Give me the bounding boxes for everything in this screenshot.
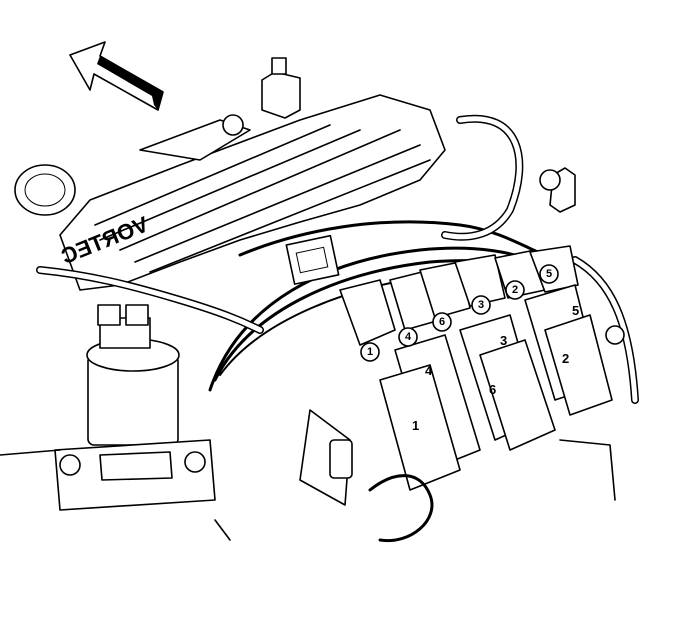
coil-wiring-clip (299, 409, 434, 543)
coil-packs (379, 284, 613, 491)
reservoir-cap (14, 164, 76, 216)
egr-valve (54, 304, 216, 511)
front-direction-arrow (69, 41, 164, 111)
cylinder-number-circles: 1 4 6 3 2 5 (360, 264, 559, 362)
coil-label-1: 1 (412, 418, 419, 433)
cylinder-circle-3-label: 3 (478, 299, 484, 311)
spark-plug-boots (339, 245, 579, 346)
cylinder-circle-1-label: 1 (367, 346, 373, 358)
coil-labels: 4 1 3 6 5 2 (412, 303, 579, 433)
cylinder-circle-4 (398, 327, 418, 347)
cylinder-circle-2 (505, 280, 525, 300)
cylinder-circle-1 (360, 342, 380, 362)
coil-label-2: 2 (562, 351, 569, 366)
cylinder-circle-6-label: 6 (439, 316, 445, 328)
cylinder-circle-5 (539, 264, 559, 284)
cylinder-circle-2-label: 2 (512, 284, 518, 296)
coil-label-6: 6 (489, 382, 496, 397)
ignition-connector (285, 234, 340, 285)
intake-manifold (59, 57, 446, 291)
lower-details (0, 167, 625, 541)
coil-label-5: 5 (572, 303, 579, 318)
cylinder-circle-6 (432, 312, 452, 332)
cylinder-circle-3 (471, 295, 491, 315)
cylinder-circle-4-label: 4 (405, 331, 412, 343)
cylinder-circle-5-label: 5 (546, 268, 552, 280)
coil-label-4: 4 (425, 363, 433, 378)
wiring-harness (36, 114, 639, 404)
coil-label-3: 3 (500, 333, 507, 348)
